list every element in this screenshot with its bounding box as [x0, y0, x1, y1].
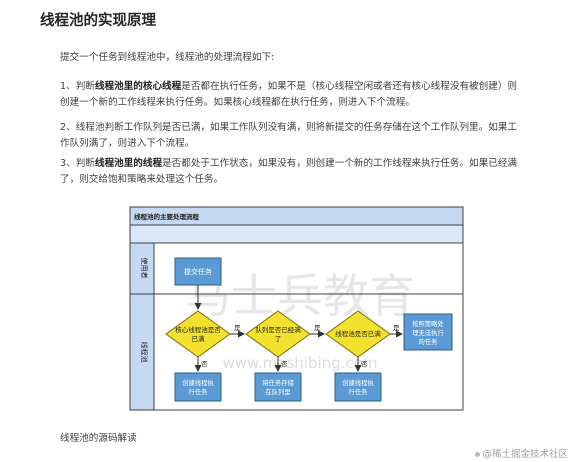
final-label-a: 按照策略处	[412, 319, 444, 328]
action-3-label-b: 行任务	[349, 387, 369, 396]
action-1-label-b: 行任务	[189, 387, 209, 396]
step-2-text: 2、线程池判断工作队列是否已满，如果工作队列没有满，则将新提交的任务存储在这个工…	[60, 122, 518, 149]
create-thread-box	[334, 372, 382, 402]
decision-1-label-a: 核心线程池是否	[175, 325, 221, 334]
create-core-thread-box	[174, 372, 222, 402]
action-2-label-a: 将任务存储	[262, 378, 294, 387]
page-title: 线程池的实现原理	[40, 13, 156, 29]
yes-label-3: 是	[393, 324, 400, 332]
yes-label-1: 是	[234, 324, 241, 332]
step-3-text: 3、判断线程池里的线程是否都处于工作状态，如果没有，则创建一个新的工作线程来执行…	[60, 158, 518, 185]
footer-brand-text: @稀土掘金技术社区	[482, 449, 568, 460]
footer-brand: @稀土掘金技术社区	[475, 446, 568, 460]
watermark-text: 马士兵教育	[185, 269, 415, 323]
watermark-url: www.mashibing.com	[222, 354, 377, 372]
final-label-b: 理无法执行	[412, 328, 444, 337]
step-1-text: 1、判断线程池里的核心线程是否都在执行任务，如果不是（核心线程空闲或者还有核心线…	[60, 81, 518, 108]
decision-2-label-b: 了	[275, 335, 282, 343]
submit-task-box	[174, 257, 222, 286]
submit-task-label: 提交任务	[184, 267, 212, 276]
action-2-label-b: 在队列里	[265, 387, 290, 396]
decision-2-label-a: 队列是否已经满	[255, 325, 301, 334]
enqueue-task-box	[254, 372, 302, 402]
lane-pool-label: 线程池	[140, 342, 149, 363]
intro-text: 提交一个任务到线程池中，线程池的处理流程如下:	[60, 52, 275, 63]
decision-1-label-b: 已满	[192, 334, 206, 343]
no-label-3: 否	[361, 360, 368, 368]
source-code-heading: 线程池的源码解读	[60, 433, 137, 444]
lane-label-column	[129, 242, 155, 411]
action-1-label-a: 创建线程执	[182, 378, 214, 387]
action-3-label-a: 创建线程执	[342, 378, 374, 387]
yes-label-2: 是	[314, 324, 321, 332]
diagram-subheader-bar	[129, 224, 464, 244]
no-label-2: 否	[281, 360, 288, 368]
no-label-1: 否	[201, 360, 208, 368]
diagram-header: 线程池的主要处理流程	[134, 212, 200, 221]
lane-user-label: 使用者	[140, 258, 149, 279]
brand-dot-icon	[475, 452, 481, 457]
final-label-c: 的任务	[419, 337, 439, 346]
saturation-policy-box	[403, 313, 453, 351]
decision-3-label: 线程池是否已满	[335, 329, 381, 338]
